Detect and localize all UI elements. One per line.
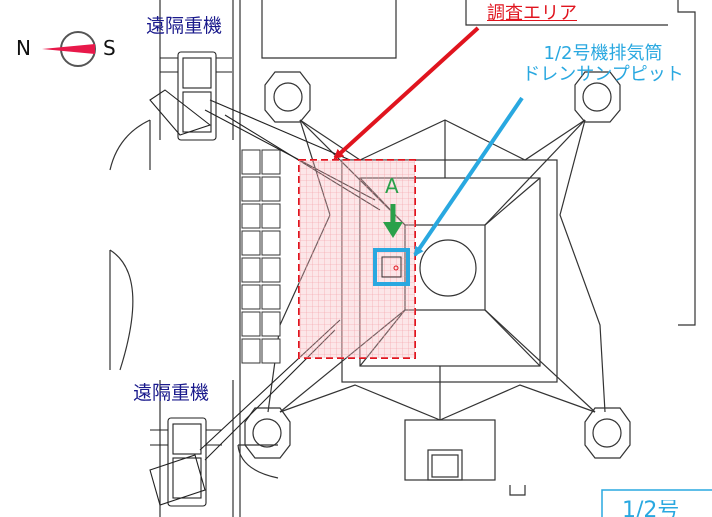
- drain-pit-marker: [373, 248, 410, 286]
- drain-pit-arrow: [413, 96, 524, 257]
- drain-pit-label-line2: ドレンサンプピット: [522, 63, 684, 85]
- point-a-arrowhead: [383, 222, 403, 238]
- point-a-label: A: [385, 174, 399, 198]
- survey-area-region: [298, 159, 416, 359]
- crane-bottom-label: 遠隔重機: [133, 382, 210, 404]
- drain-pit-hole: [393, 265, 399, 271]
- drain-pit-label: 1/2号機排気筒 ドレンサンプピット: [497, 43, 709, 85]
- corner-label-box: [601, 489, 712, 517]
- compass-south-label: S: [103, 36, 116, 60]
- bottom-structures: [404, 419, 526, 496]
- grating-columns: [241, 149, 281, 364]
- door-arcs: [109, 119, 279, 479]
- drain-pit-label-line1: 1/2号機排気筒: [543, 43, 663, 64]
- compass-icon: [42, 31, 96, 67]
- crane-top-label: 遠隔重機: [146, 15, 223, 37]
- survey-area-arrow: [333, 26, 480, 160]
- survey-area-label: 調査エリア: [487, 3, 577, 24]
- survey-area-fill: [299, 160, 415, 358]
- corner-partial-label: 1/2号: [622, 500, 680, 517]
- drain-pit-inner: [381, 256, 402, 278]
- compass-north-label: N: [16, 36, 31, 60]
- building-outlines: [159, 0, 696, 517]
- crane-top-icon: [149, 51, 381, 211]
